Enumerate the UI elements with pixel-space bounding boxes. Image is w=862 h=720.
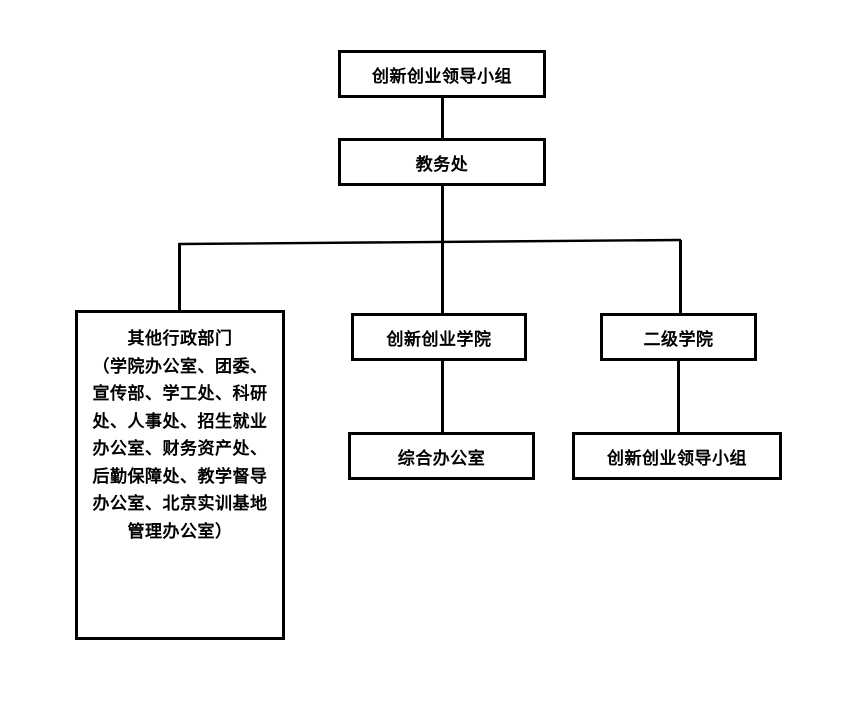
node-innovation-leadership-group-sub[interactable]: 创新创业领导小组 <box>572 432 782 480</box>
connector-academic-affairs-to-innovation-college <box>441 186 444 315</box>
node-academic-affairs-office[interactable]: 教务处 <box>338 138 546 186</box>
node-academic-affairs-office-label: 教务处 <box>415 154 469 175</box>
connector-innovation-college-to-general-office <box>441 361 444 433</box>
node-general-office-label: 综合办公室 <box>397 448 486 469</box>
connector-bus-to-secondary-college <box>679 240 682 314</box>
node-other-administrative-departments[interactable]: 其他行政部门 （学院办公室、团委、宣传部、学工处、科研处、人事处、招生就业办公室… <box>75 310 285 640</box>
node-secondary-college[interactable]: 二级学院 <box>600 313 757 361</box>
connector-horizontal-distribution-bus <box>178 236 682 246</box>
node-top-leadership-group-label: 创新创业领导小组 <box>372 66 512 87</box>
connector-secondary-college-to-innovation-leadership <box>677 361 680 433</box>
node-innovation-entrepreneurship-college-label: 创新创业学院 <box>386 329 492 350</box>
node-general-office[interactable]: 综合办公室 <box>348 432 535 480</box>
connector-bus-to-other-admin <box>178 243 181 313</box>
node-innovation-leadership-group-sub-label: 创新创业领导小组 <box>607 448 747 469</box>
node-other-administrative-departments-label: 其他行政部门 （学院办公室、团委、宣传部、学工处、科研处、人事处、招生就业办公室… <box>92 329 268 542</box>
node-top-leadership-group[interactable]: 创新创业领导小组 <box>338 50 546 98</box>
node-secondary-college-label: 二级学院 <box>643 329 714 350</box>
connector-top-to-academic-affairs <box>441 98 444 138</box>
node-innovation-entrepreneurship-college[interactable]: 创新创业学院 <box>351 313 527 361</box>
